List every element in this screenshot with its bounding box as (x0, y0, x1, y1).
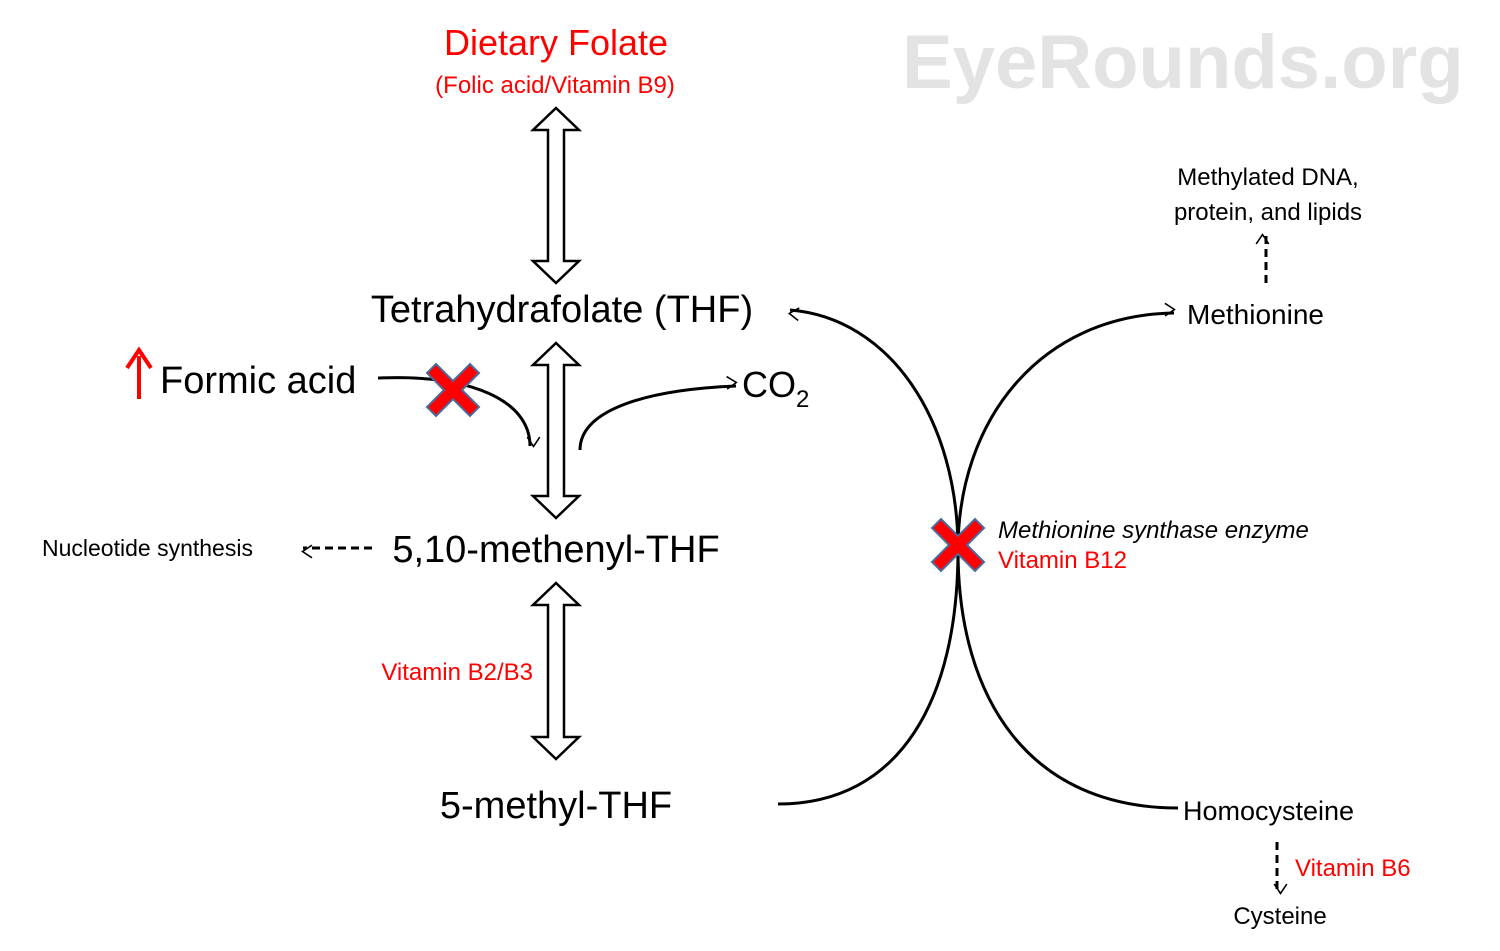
methenyl-thf-label: 5,10-methenyl-THF (392, 529, 719, 571)
formic-acid-label: Formic acid (160, 360, 356, 402)
vitamin-b2-b3-label: Vitamin B2/B3 (381, 659, 533, 686)
thf-label: Tetrahydrafolate (THF) (371, 289, 753, 331)
blocked-x-icon (425, 362, 481, 418)
formic-acid-arrow (377, 376, 541, 448)
homocysteine-curve (956, 549, 1179, 810)
double-arrow-methenyl-methyl (529, 581, 583, 761)
watermark: EyeRounds.org (902, 20, 1464, 105)
increase-arrow-icon (125, 346, 153, 399)
co2-arrow (578, 375, 738, 451)
double-arrow-folate-thf (529, 106, 583, 285)
methyl-thf-to-thf-curve (777, 307, 960, 806)
dietary-folate-title: Dietary Folate (444, 22, 668, 63)
methylated-line1: Methylated DNA, (1177, 164, 1358, 191)
methionine-label: Methionine (1187, 299, 1324, 330)
cysteine-label: Cysteine (1233, 903, 1326, 930)
nucleotide-synthesis-label: Nucleotide synthesis (42, 535, 253, 561)
enzyme-label: Methionine synthase enzyme (998, 517, 1309, 544)
methylated-line2: protein, and lipids (1174, 199, 1362, 226)
vitamin-b12-label: Vitamin B12 (998, 547, 1127, 574)
vitamin-b6-label: Vitamin B6 (1295, 855, 1411, 882)
homocysteine-label: Homocysteine (1183, 796, 1354, 826)
double-arrow-thf-methenyl (529, 341, 583, 520)
methyl-thf-label: 5-methyl-THF (440, 785, 672, 827)
dietary-folate-subtitle: (Folic acid/Vitamin B9) (435, 72, 675, 99)
blocked-x-icon (930, 517, 986, 573)
co2-label: CO2 (742, 364, 809, 413)
to-methionine-curve (956, 302, 1176, 551)
